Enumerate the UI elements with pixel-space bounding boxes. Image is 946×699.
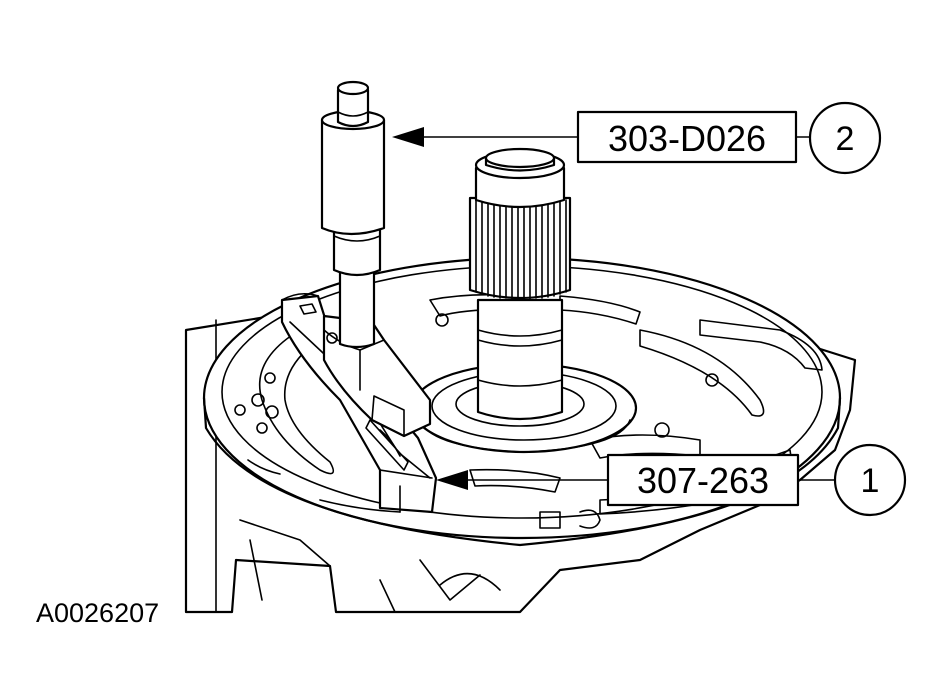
figure-id-label: A0026207	[36, 598, 159, 628]
callout-number-1: 1	[861, 462, 880, 500]
callout-307-263: 307-263 1	[436, 443, 907, 517]
input-shaft	[468, 147, 572, 421]
leader-arrowhead	[436, 470, 468, 490]
micrometer	[320, 80, 432, 438]
part-number-307-263: 307-263	[637, 460, 769, 501]
part-number-303-d026: 303-D026	[608, 118, 766, 159]
leader-arrowhead	[392, 127, 424, 147]
callout-number-2: 2	[836, 120, 855, 158]
callout-303-d026: 303-D026 2	[392, 101, 882, 175]
